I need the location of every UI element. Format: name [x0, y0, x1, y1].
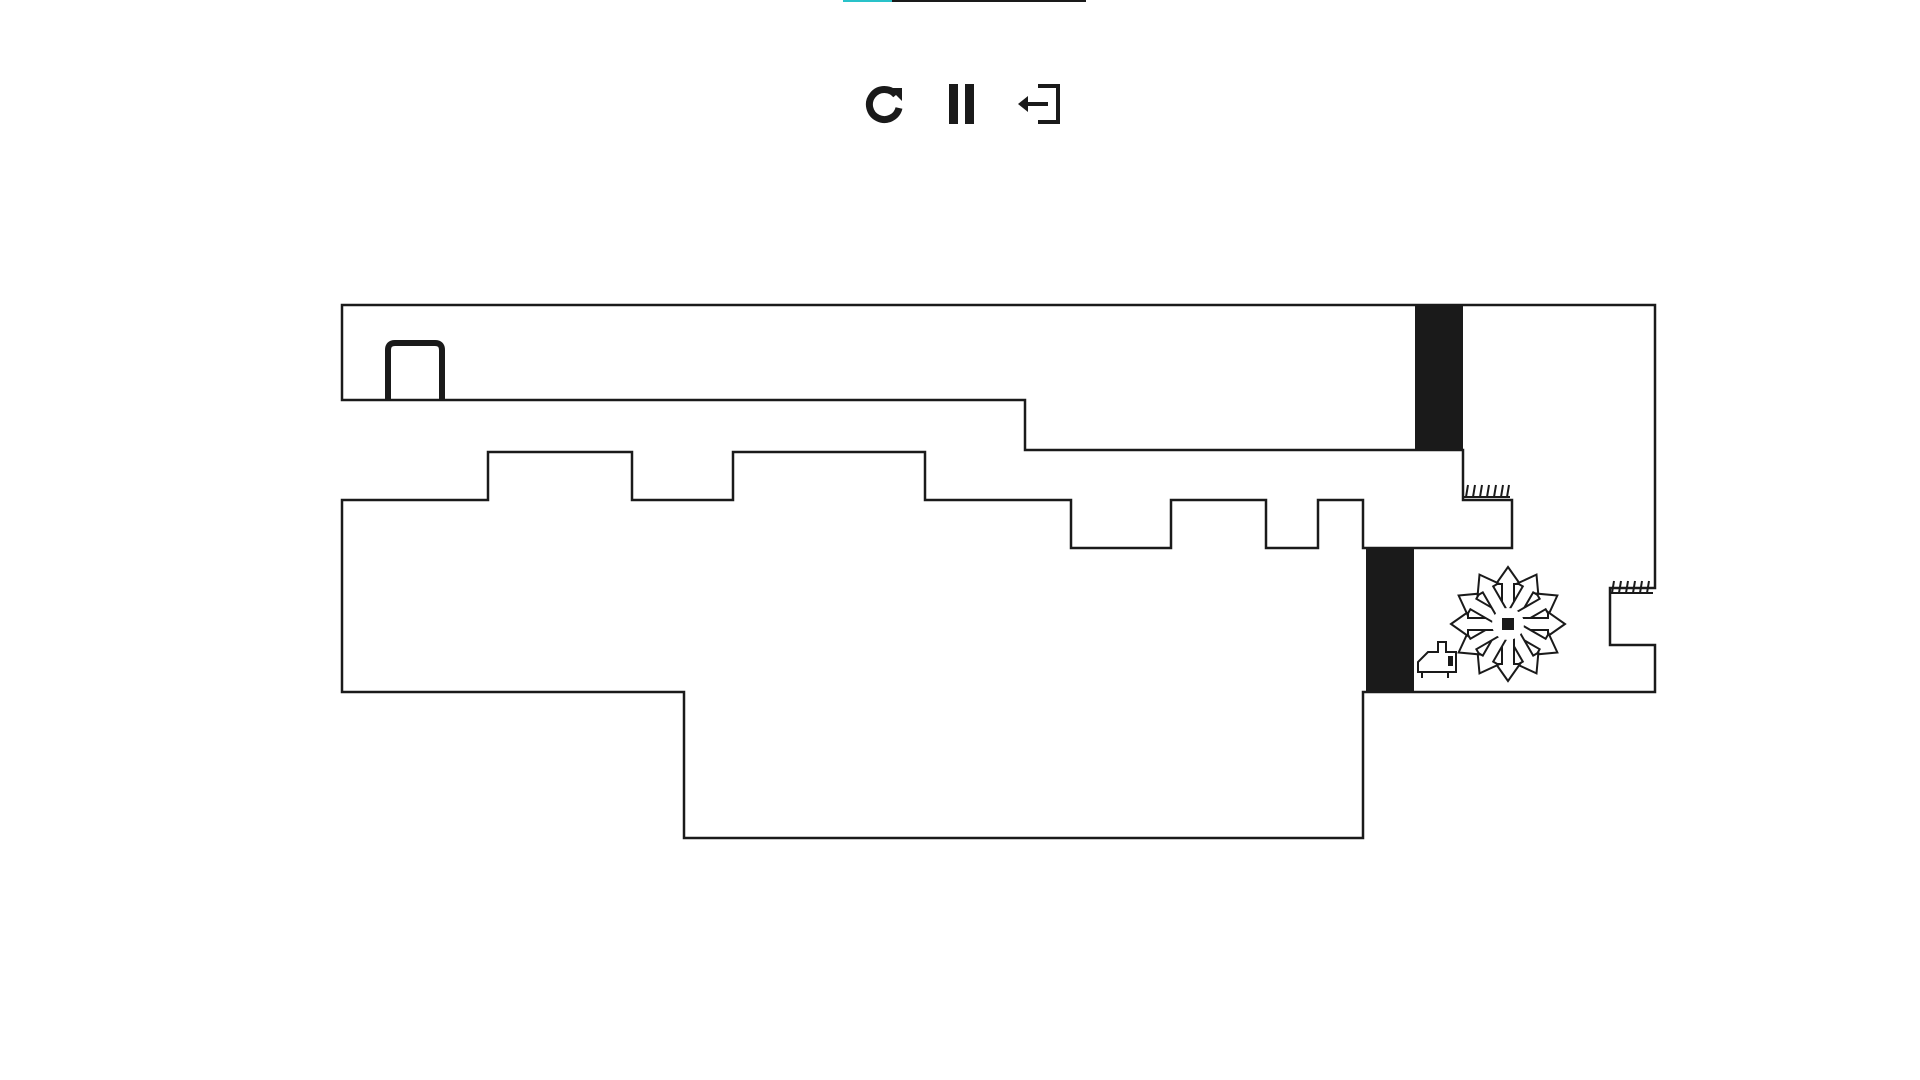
spike-strip-right — [1610, 580, 1653, 594]
black-barrier-upper — [1415, 305, 1463, 450]
pause-icon — [949, 84, 974, 124]
spinning-sawblade — [1449, 565, 1567, 683]
exit-icon — [1018, 84, 1060, 124]
pause-button[interactable] — [936, 78, 988, 130]
exit-door — [385, 340, 445, 400]
restart-button[interactable] — [858, 78, 910, 130]
level-progress-fill — [843, 0, 892, 2]
level-outline — [340, 303, 1657, 840]
game-toolbar — [858, 78, 1068, 130]
level-progress-bar — [843, 0, 1086, 2]
black-barrier-lower — [1366, 548, 1414, 692]
spike-strip-left — [1463, 484, 1510, 498]
restart-icon — [865, 86, 903, 123]
exit-button[interactable] — [1014, 78, 1066, 130]
player-character — [1417, 641, 1457, 678]
